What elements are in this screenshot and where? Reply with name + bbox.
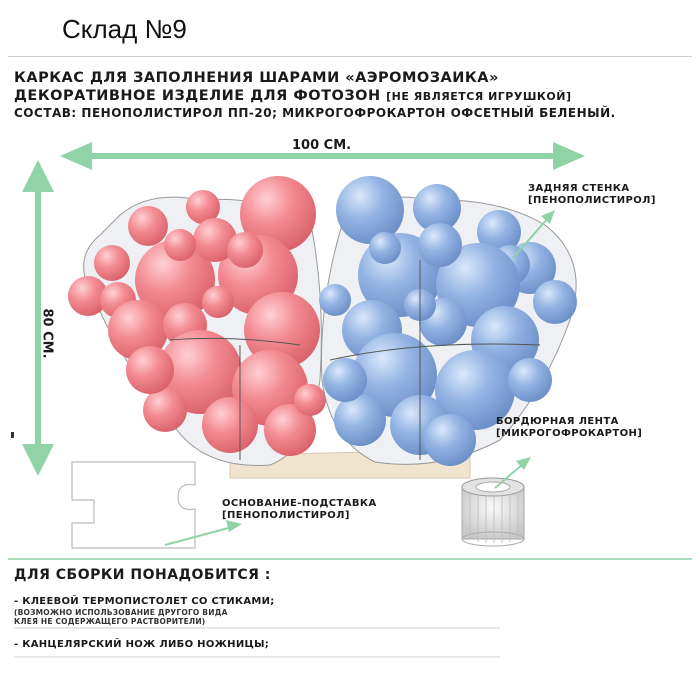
border-tape-material: [МИКРОГОФРОКАРТОН] xyxy=(496,428,643,439)
assembly-note-a: (ВОЗМОЖНО ИСПОЛЬЗОВАНИЕ ДРУГОГО ВИДА xyxy=(14,608,228,617)
pink-balloon xyxy=(128,206,168,246)
pink-balloon xyxy=(68,276,108,316)
pink-balloon xyxy=(126,346,174,394)
product-title: КАРКАС ДЛЯ ЗАПОЛНЕНИЯ ШАРАМИ «АЭРОМОЗАИК… xyxy=(14,70,499,86)
pointer-base xyxy=(164,520,242,546)
pink-balloon xyxy=(143,388,187,432)
base-stand-title: ОСНОВАНИЕ-ПОДСТАВКА xyxy=(222,498,377,509)
pointer-border-tape xyxy=(494,457,531,489)
base-piece-outline xyxy=(71,461,196,549)
back-wall-title: ЗАДНЯЯ СТЕНКА xyxy=(528,183,630,194)
border-tape-title: БОРДЮРНАЯ ЛЕНТА xyxy=(496,416,619,427)
back-wall-material: [ПЕНОПОЛИСТИРОЛ] xyxy=(528,195,656,206)
composition-line: СОСТАВ: ПЕНОПОЛИСТИРОЛ ПП-20; МИКРОГОФРО… xyxy=(14,106,616,120)
border-tape-roll-icon xyxy=(461,477,525,547)
pink-balloon xyxy=(158,330,242,414)
pink-balloon xyxy=(244,292,320,368)
product-subtitle-main: ДЕКОРАТИВНОЕ ИЗДЕЛИЕ ДЛЯ ФОТОЗОН xyxy=(14,88,381,104)
base-stand-label: ОСНОВАНИЕ-ПОДСТАВКА [ПЕНОПОЛИСТИРОЛ] xyxy=(222,498,377,522)
back-wall-label: ЗАДНЯЯ СТЕНКА [ПЕНОПОЛИСТИРОЛ] xyxy=(528,183,656,207)
blue-foot xyxy=(319,176,577,466)
blue-balloon xyxy=(413,184,461,232)
base-stand-material: [ПЕНОПОЛИСТИРОЛ] xyxy=(222,510,350,521)
height-label: 80 СМ. xyxy=(39,308,55,359)
pink-balloon xyxy=(202,397,258,453)
top-divider xyxy=(8,56,692,57)
blue-balloon xyxy=(334,394,386,446)
width-arrow xyxy=(60,142,585,170)
blue-balloon xyxy=(369,232,401,264)
store-title: Склад №9 xyxy=(62,14,187,44)
blue-balloon xyxy=(336,176,404,244)
pink-balloon xyxy=(193,218,237,262)
pink-balloon xyxy=(108,300,168,360)
product-subtitle: ДЕКОРАТИВНОЕ ИЗДЕЛИЕ ДЛЯ ФОТОЗОН [НЕ ЯВЛ… xyxy=(14,88,572,104)
pink-balloon xyxy=(240,176,316,252)
pink-foot xyxy=(68,176,326,466)
pink-balloon xyxy=(264,404,316,456)
edge-mark xyxy=(11,432,14,438)
blue-balloon xyxy=(418,223,462,267)
pink-balloon xyxy=(135,240,215,320)
pink-balloon xyxy=(294,384,326,416)
assembly-title: ДЛЯ СБОРКИ ПОНАДОБИТСЯ : xyxy=(14,567,271,583)
height-arrow xyxy=(22,160,54,476)
border-tape-label: БОРДЮРНАЯ ЛЕНТА [МИКРОГОФРОКАРТОН] xyxy=(496,416,642,440)
pink-balloon xyxy=(164,229,196,261)
assembly-item-glue-gun: - КЛЕЕВОЙ ТЕРМОПИСТОЛЕТ СО СТИКАМИ; xyxy=(14,596,275,607)
blue-balloon xyxy=(424,414,476,466)
blue-balloon xyxy=(533,280,577,324)
width-label: 100 СМ. xyxy=(292,138,352,153)
pointer-back-wall xyxy=(512,210,555,259)
blue-balloon xyxy=(508,358,552,402)
pink-balloon xyxy=(202,286,234,318)
assembly-item-knife: - КАНЦЕЛЯРСКИЙ НОЖ ЛИБО НОЖНИЦЫ; xyxy=(14,639,270,650)
blue-balloon xyxy=(477,210,521,254)
blue-balloon xyxy=(319,284,351,316)
pink-balloon xyxy=(94,245,130,281)
blue-balloon xyxy=(323,358,367,402)
pink-balloon xyxy=(186,190,220,224)
assembly-note-b: КЛЕЯ НЕ СОДЕРЖАЩЕГО РАСТВОРИТЕЛИ) xyxy=(14,617,206,626)
blue-balloon xyxy=(435,350,515,430)
pink-balloon xyxy=(227,232,263,268)
not-a-toy-note: [НЕ ЯВЛЯЕТСЯ ИГРУШКОЙ] xyxy=(386,90,572,103)
